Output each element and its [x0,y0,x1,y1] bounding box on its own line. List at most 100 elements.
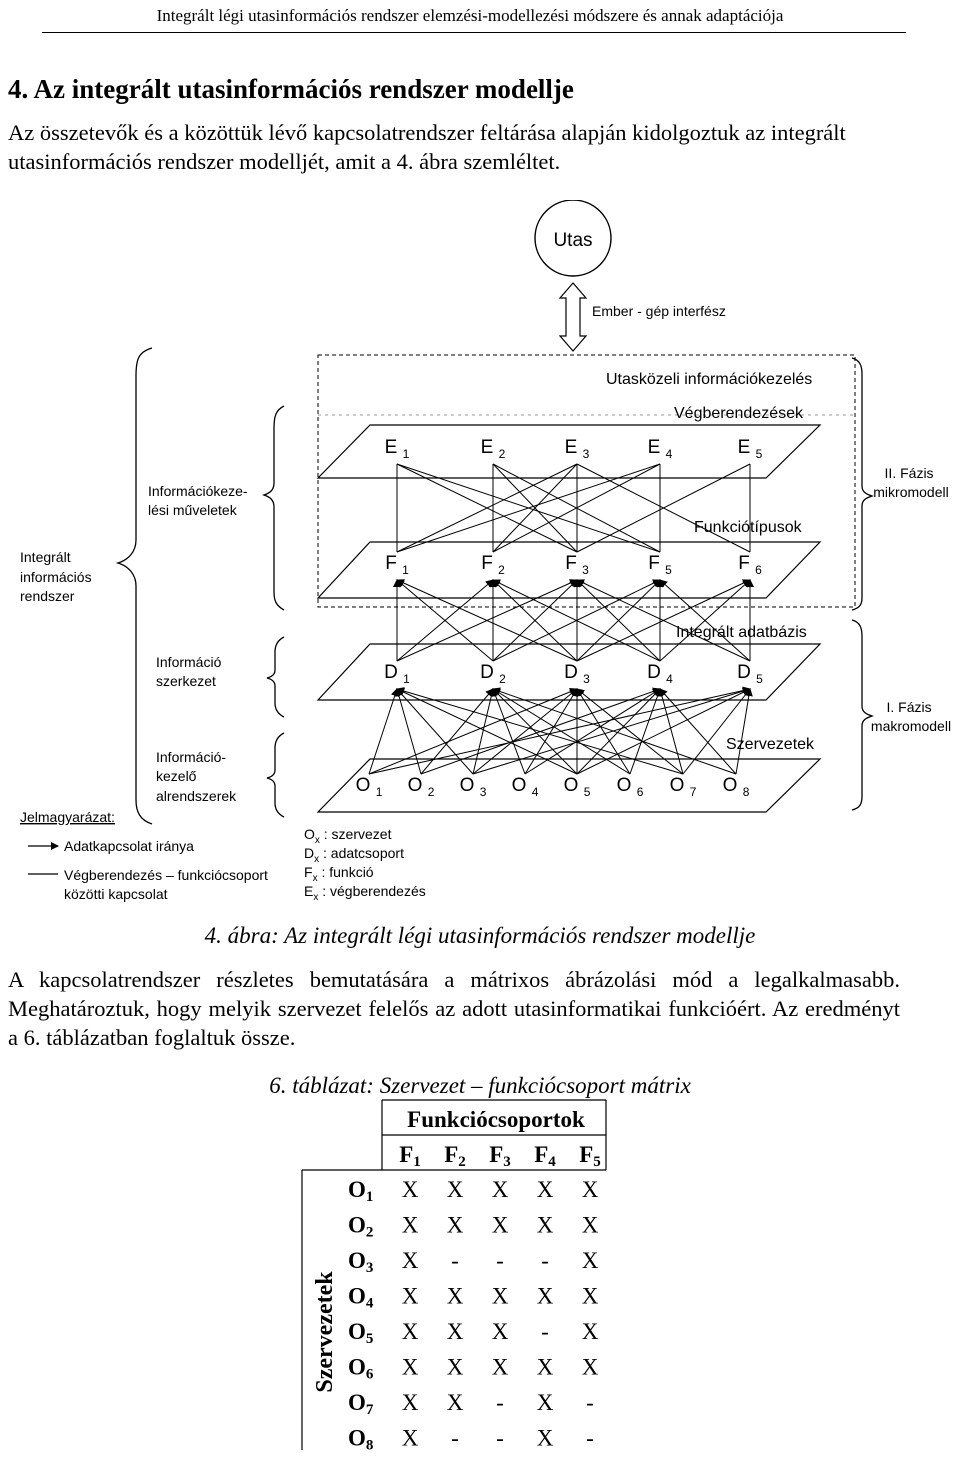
od-edge-24 [657,688,684,775]
col-group-header: Funkciócsoportok [407,1107,585,1132]
f-plane [316,541,822,599]
matrix-cell: X [537,1177,554,1202]
adatbazis-label: Integrált adatbázis [676,624,807,641]
o-node-4: O 4 [512,775,539,799]
e-node-1: E 1 [385,437,410,461]
phase-i-label: I. Fázis makromodell [871,699,951,734]
figure-caption: 4. ábra: Az integrált légi utasinformáci… [204,923,756,948]
matrix-cell: X [582,1355,599,1380]
row-header-o4: O4 [348,1284,374,1312]
od-edge-15 [492,688,578,775]
phase-ii-label: II. Fázis mikromodell [873,465,948,500]
matrix-cell: X [447,1319,464,1344]
matrix-cell: - [541,1248,549,1273]
ef-edge-7 [396,463,578,553]
ops-brace [261,405,285,611]
matrix-paragraph: A kapcsolatrendszer részletes bemutatásá… [8,967,900,1050]
matrix-cell: X [492,1355,509,1380]
ef-edge-8 [492,463,578,553]
utas-node [534,199,612,277]
matrix-cell: - [451,1248,459,1273]
matrix-cell: - [496,1248,504,1273]
matrix-cell: X [492,1177,509,1202]
f-node-1: F 1 [385,553,409,577]
od-edge-10 [472,687,751,775]
matrix-grid [301,1099,607,1455]
df-edge-9 [492,579,578,662]
matrix-cell: X [402,1213,419,1238]
o-node-6: O 6 [617,775,644,799]
row-group-header: Szervezetek [312,1271,338,1393]
col-header-f3: F3 [489,1142,511,1170]
d-plane [316,643,822,701]
od-edge-7 [396,688,474,775]
df-edge-4 [396,579,494,662]
o-node-1: O 1 [356,775,383,799]
row-header-o5: O5 [348,1319,373,1347]
e-node-5: E 5 [738,437,763,461]
f-node-4: F 5 [648,553,672,577]
matrix-cell: X [402,1248,419,1273]
matrix-cell: X [537,1213,554,1238]
matrix-cell: - [586,1426,594,1451]
funkciotipusok-label: Funkciótípusok [694,519,803,536]
matrix-cell: X [402,1319,419,1344]
df-edge-13 [492,579,661,662]
definition-f: Fx : funkció [304,864,374,884]
e-node-4: E 4 [648,437,673,461]
od-edge-8 [472,688,496,775]
f-node-3: F 3 [565,553,589,577]
e-plane [316,424,822,479]
struct-brace [266,636,285,718]
header-rule [42,32,906,33]
legend-line-label: Végberendezés – funkciócsoport közötti k… [64,867,272,902]
matrix-cell: X [402,1355,419,1380]
df-edge-14 [576,579,661,662]
legend-arrow-label: Adatkapcsolat iránya [64,838,194,854]
utaskozeli-label: Utasközeli információkezelés [606,371,812,388]
df-edge-18 [659,579,751,662]
row-header-o8: O8 [348,1426,373,1451]
o-node-5: O 5 [564,775,591,799]
matrix-cell: X [537,1390,554,1415]
matrix-cell: X [447,1390,464,1415]
row-header-o6: O6 [348,1355,374,1383]
matrix-cell: X [447,1213,464,1238]
phase-ii-box [317,354,856,608]
o-node-2: O 2 [408,775,435,799]
system-brace [115,347,153,825]
matrix-cell: X [582,1213,599,1238]
od-edge-17 [576,688,661,775]
matrix-cell: X [492,1319,509,1344]
szervezetek-label: Szervezetek [726,736,815,753]
od-edge-19 [492,688,631,775]
matrix-cell: - [541,1319,549,1344]
row-header-o3: O3 [348,1248,373,1276]
od-edge-5 [420,688,494,775]
matrix-cell: X [447,1177,464,1202]
definition-o: Ox : szervezet [304,826,392,846]
col-header-f4: F4 [534,1142,556,1170]
ef-edge-14 [576,463,751,553]
od-edge-20 [576,688,631,775]
section-title: 4. Az integrált utasinformációs rendszer… [8,74,574,104]
interface-arrow [558,282,588,352]
ef-edge-11 [396,463,661,553]
layer-planes [316,354,856,813]
o-node-8: O 8 [723,775,750,799]
matrix-cell: X [582,1319,599,1344]
od-edge-28 [735,688,753,775]
od-edge-2 [368,687,578,775]
d-node-3: D 3 [564,662,590,686]
matrix-cell: X [447,1284,464,1309]
system-label: Integrált információs rendszer [20,549,95,604]
matrix-cell: - [451,1426,459,1451]
matrix-cell: X [402,1177,419,1202]
col-header-f2: F2 [444,1142,466,1170]
matrix-cell: X [537,1426,554,1451]
